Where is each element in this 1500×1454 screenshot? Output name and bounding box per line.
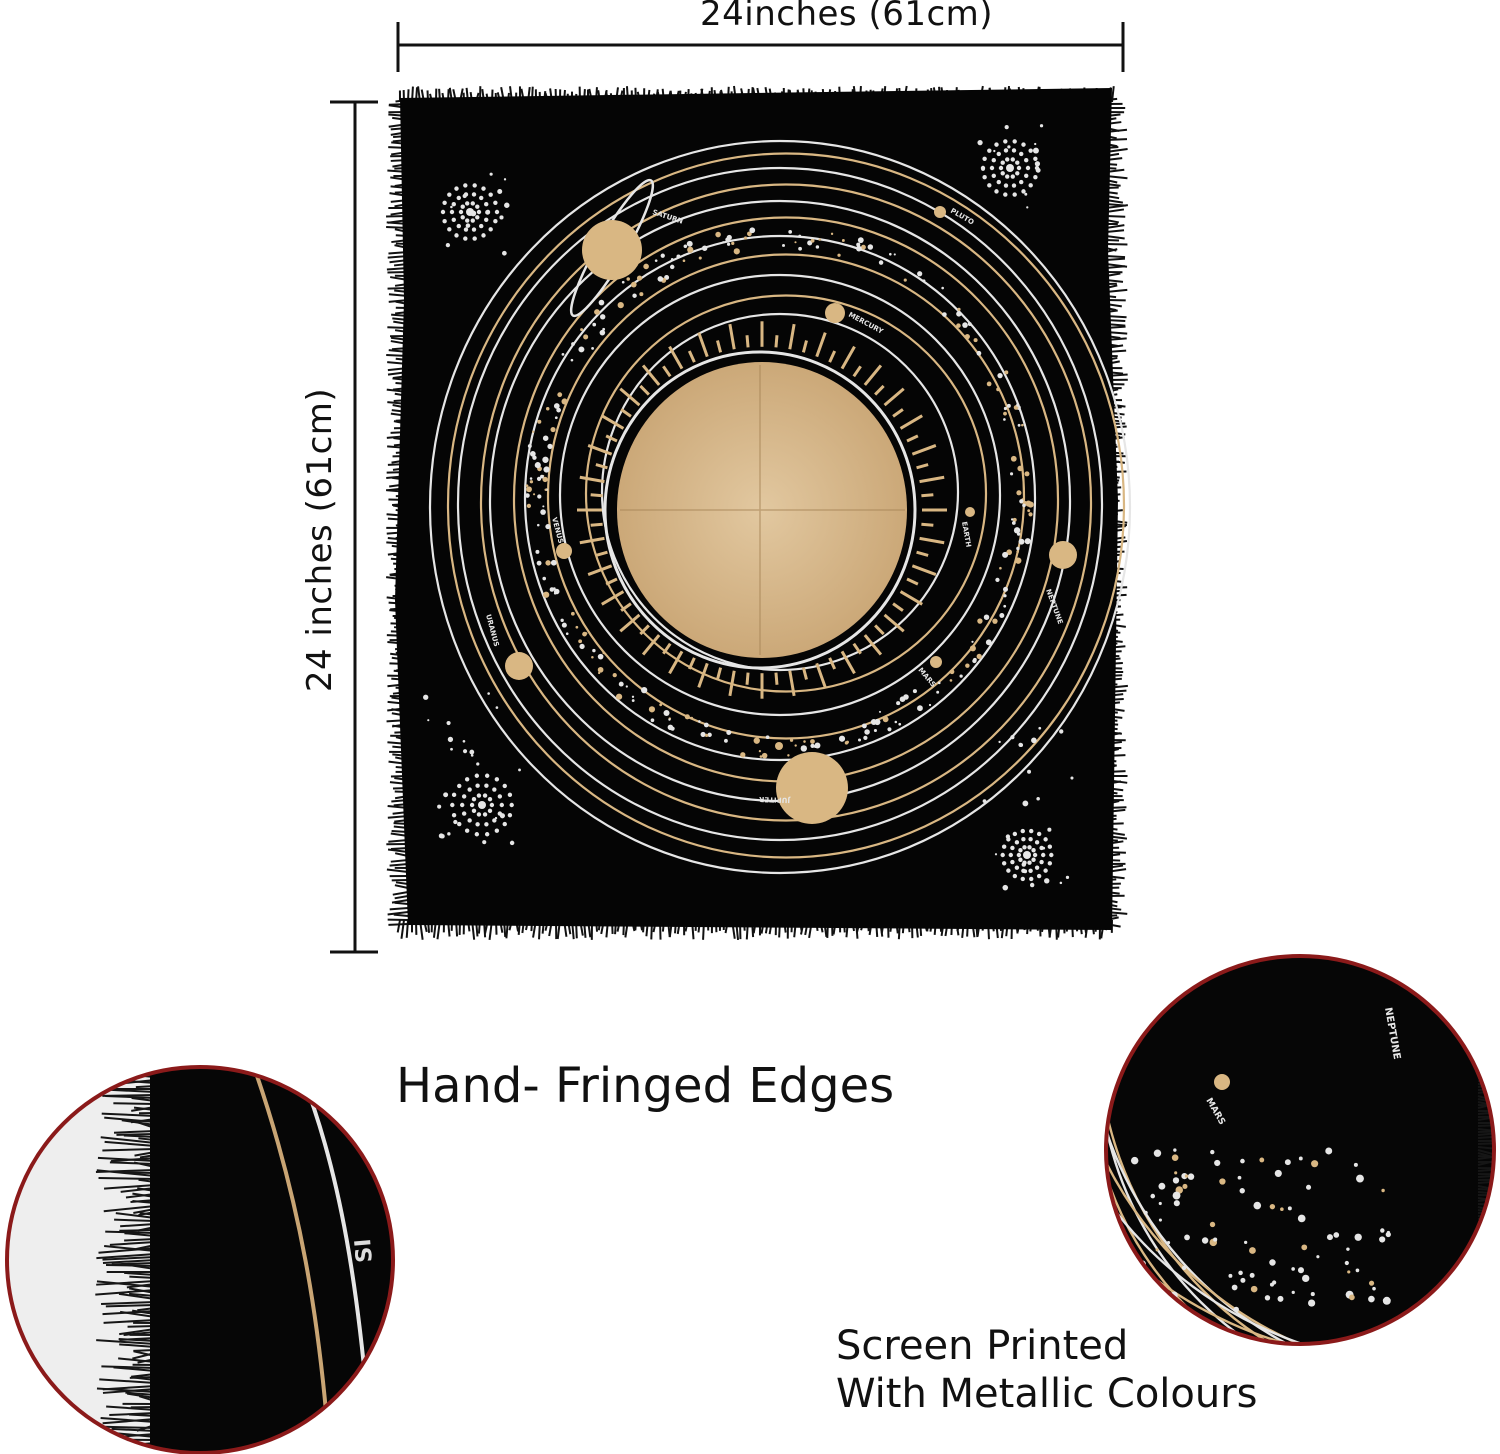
width-dimension-line [396,22,1125,72]
zoom-left-label: SI [351,1238,378,1264]
sun [577,321,947,699]
planet-uranus [505,652,533,680]
planet-neptune [1049,541,1077,569]
planet-saturn [569,178,655,318]
mandala-decorations [440,139,1054,882]
planet-mars [930,656,942,668]
fringe-caption: Hand- Fringed Edges [396,1058,895,1114]
print-caption-line1: Screen Printed [836,1323,1129,1369]
height-dimension-line [330,100,378,954]
print-caption-line2: With Metallic Colours [836,1371,1258,1417]
width-dimension-label: 24inches (61cm) [700,0,994,34]
star-dots [423,124,1074,891]
label-jupiter: JUPITER [758,795,791,804]
planet-mercury [825,303,845,323]
altar-cloth: SATURN PLUTO MERCURY VENUS EARTH NEPTUNE… [385,85,1132,941]
planet-earth [965,507,975,517]
orbit-rings [428,139,1132,875]
planet-jupiter [776,752,848,824]
zoom-circle-fringe: SI [5,1065,395,1454]
planet-pluto [934,206,946,218]
print-caption: Screen Printed With Metallic Colours [836,1322,1258,1418]
planet-venus [556,543,572,559]
zoom-circle-print: NEPTUNE MARS [1104,954,1496,1346]
